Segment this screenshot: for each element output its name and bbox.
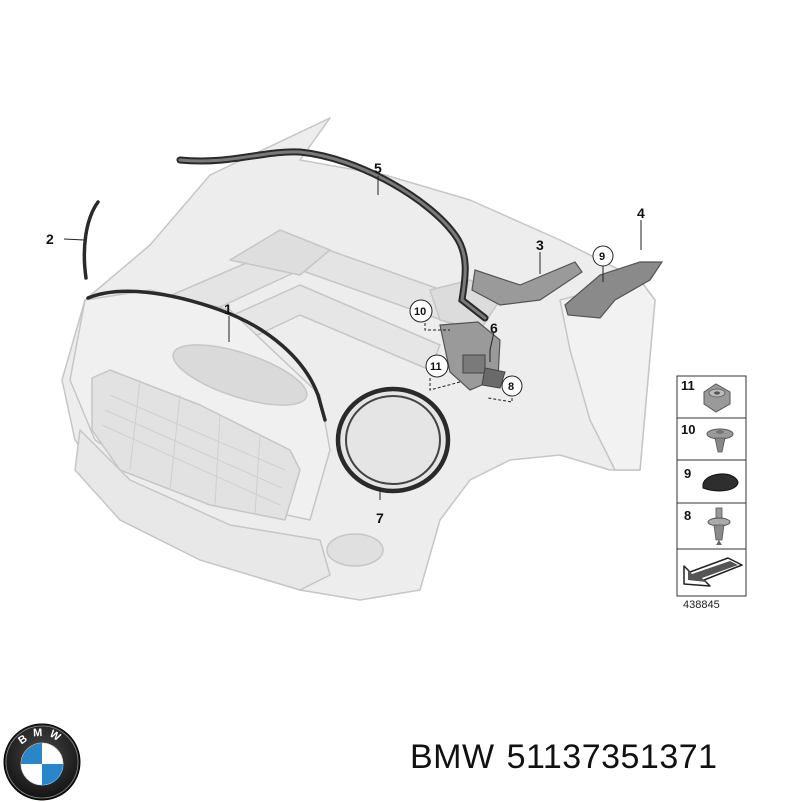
part-3-bracket — [471, 261, 583, 306]
callout-5: 5 — [374, 160, 382, 176]
callout-2: 2 — [46, 231, 54, 247]
callout-6: 6 — [490, 320, 498, 336]
orientation-arrow-icon — [683, 557, 743, 587]
leader-lines — [63, 176, 642, 500]
brand-name: BMW — [410, 738, 495, 776]
expanding-rivet-icon — [706, 428, 734, 453]
part-2-arc-seal — [82, 200, 100, 280]
callout-circle-10: 10 — [409, 299, 433, 323]
part-1-hood-seal — [86, 289, 327, 422]
nut-clip-icon — [703, 383, 731, 413]
part-4-cover — [564, 261, 664, 319]
legend-num-10: 10 — [681, 422, 695, 437]
legend-num-8: 8 — [684, 508, 691, 523]
part-7-headlight-seal — [335, 386, 451, 494]
callout-circle-11: 11 — [425, 354, 449, 378]
push-clip-icon — [707, 507, 731, 545]
svg-text:11: 11 — [430, 361, 442, 373]
callout-circle-9: 9 — [592, 245, 614, 267]
legend-num-9: 9 — [684, 466, 691, 481]
part-number: 51137351371 — [506, 738, 718, 776]
svg-text:8: 8 — [508, 381, 514, 393]
svg-text:9: 9 — [599, 251, 605, 263]
fastener-legend: 11 10 9 8 — [676, 375, 747, 597]
car-front-body — [61, 117, 656, 601]
diagram-code: 438845 — [683, 599, 720, 611]
part-6-latch-assembly — [439, 321, 506, 391]
plug-cap-icon — [702, 473, 739, 492]
callout-3: 3 — [536, 237, 544, 253]
callout-circle-8: 8 — [501, 375, 523, 397]
bmw-logo: BMW — [3, 723, 81, 801]
callout-7: 7 — [376, 510, 384, 526]
svg-text:10: 10 — [414, 306, 426, 318]
callout-4: 4 — [637, 205, 645, 221]
legend-num-11: 11 — [681, 378, 695, 393]
callout-1: 1 — [224, 301, 232, 317]
product-caption: BMW 51137351371 — [410, 738, 730, 777]
